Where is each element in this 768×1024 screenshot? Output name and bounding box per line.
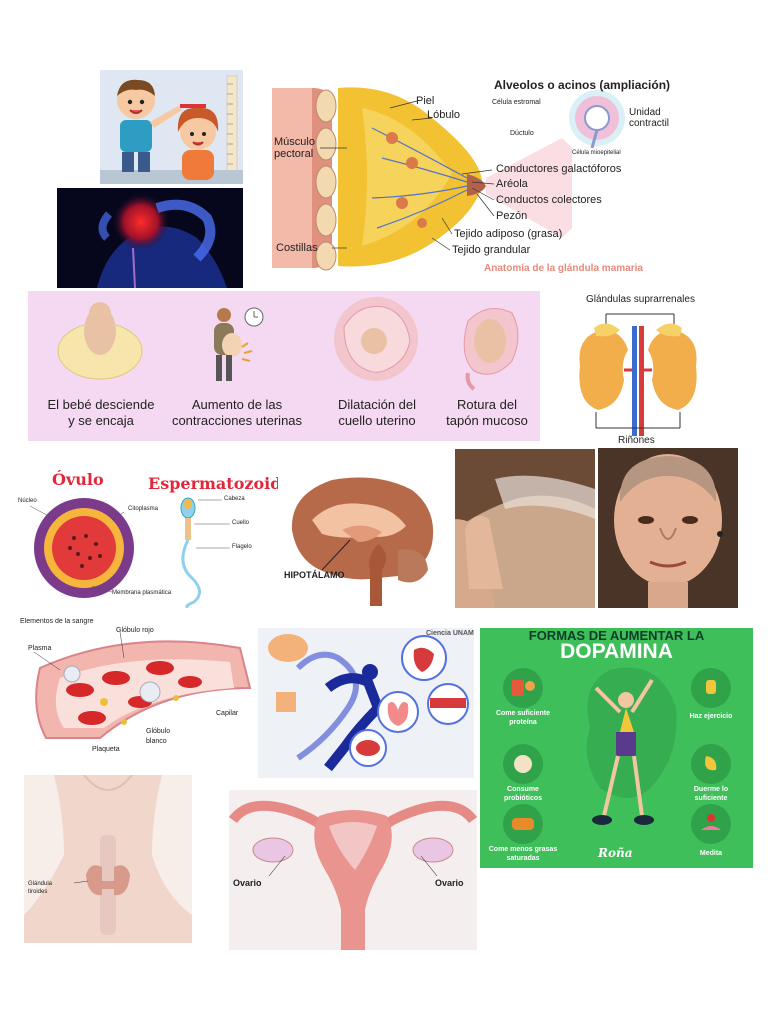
thyroid-label-2: tiroides (28, 889, 48, 895)
uterus-panel: Ovario Ovario (229, 790, 477, 950)
uterus-illustration (229, 790, 477, 950)
label-musculo: Músculo (274, 136, 315, 148)
dopamine-item-3-l2: probióticos (503, 795, 543, 802)
label-flagelo: Flagelo (232, 544, 252, 550)
thyroid-panel: Glándula tiroides (24, 775, 192, 943)
label-adiposo: Tejido adiposo (grasa) (454, 228, 563, 240)
label-areola: Aréola (496, 178, 528, 190)
hipotalamo-label: HIPOTÁLAMO (284, 570, 345, 580)
dopamine-item-1-l2: proteína (509, 719, 537, 726)
breast-title: Alveolos o acinos (ampliación) (494, 78, 671, 92)
adrenal-title: Glándulas suprarrenales (586, 294, 695, 305)
dopamine-item-6-l1: Medita (699, 850, 723, 857)
dopamine-infographic: FORMAS DE AUMENTAR LA DOPAMINA Come sufi… (480, 628, 753, 868)
label-estromal: Célula estromal (492, 99, 541, 106)
kidneys-illustration (579, 313, 697, 436)
hair-loss-illustration (455, 449, 595, 608)
label-colectores: Conductos colectores (496, 194, 602, 206)
ciencia-brand: Ciencia UNAM (426, 630, 474, 637)
label-lobulo: Lóbulo (427, 109, 461, 121)
blood-vessel-illustration (33, 631, 252, 739)
cervix-dilation-icon (334, 297, 418, 381)
labor-step-3-line1: Dilatación del (337, 397, 417, 412)
breast-anatomy-illustration (272, 87, 625, 271)
label-membrana: Membrana plasmática (112, 590, 172, 596)
label-contractil: contractil (629, 118, 670, 129)
dopamine-title-line1: FORMAS DE AUMENTAR LA (528, 628, 705, 643)
kids-height-image (100, 70, 243, 184)
dopamine-item-4-l2: suficiente (694, 795, 728, 802)
label-conductores: Conductores galactóforos (496, 163, 622, 175)
label-pectoral: pectoral (274, 148, 314, 160)
ovario-left-label: Ovario (233, 878, 262, 888)
thyroid-label-1: Glándula (28, 881, 53, 887)
kidneys-label: Riñones (618, 435, 655, 446)
blood-plasma-label: Plasma (28, 645, 52, 652)
headache-illustration (57, 188, 243, 288)
breast-caption: Anatomía de la glándula mamaria (484, 263, 643, 274)
blood-plaqueta-label: Plaqueta (92, 746, 120, 753)
bald-man-image (598, 448, 738, 608)
dopamine-brand: Roña (598, 846, 633, 860)
blood-blanco-label2: blanco (146, 738, 167, 745)
labor-step-4-line1: Rotura del (457, 397, 517, 412)
labor-step-1-line2: y se encaja (68, 413, 134, 428)
headache-image (57, 188, 243, 288)
label-piel: Piel (416, 95, 435, 107)
labor-step-2-line2: contracciones uterinas (171, 413, 303, 428)
mucus-plug-icon (463, 308, 519, 391)
dopamine-illustration (503, 667, 731, 844)
blood-rojo-label: Glóbulo rojo (116, 627, 154, 634)
egg-sperm-panel: Óvulo Espermatozoide Núcleo Citoplasma M… (16, 468, 278, 608)
label-costillas: Costillas (276, 242, 318, 254)
dopamine-item-2-l1: Haz ejercicio (689, 713, 733, 720)
dopamine-item-3-l1: Consume (507, 786, 539, 793)
thyroid-illustration (24, 775, 192, 943)
labor-step-1-line1: El bebé desciende (47, 397, 155, 412)
ciencia-body-panel: Ciencia UNAM (258, 628, 474, 778)
blood-title: Elementos de la sangre (20, 618, 94, 625)
ovario-right-label: Ovario (435, 878, 464, 888)
brain-hypothalamus-panel: HIPOTÁLAMO (282, 470, 442, 606)
labor-stages-panel: El bebé desciende y se encaja Aumento de… (28, 291, 540, 441)
esperm-title: Espermatozoide (148, 474, 278, 493)
label-citoplasma: Citoplasma (128, 506, 159, 512)
label-mioepitelial: Célula mioepitelial (572, 150, 621, 156)
kids-illustration (100, 70, 243, 184)
label-pezon: Pezón (496, 210, 528, 222)
dopamine-item-4-l1: Duerme lo (693, 786, 729, 793)
ovulo-title: Óvulo (52, 470, 104, 489)
label-nucleo: Núcleo (18, 498, 37, 504)
label-unidad: Unidad (629, 107, 661, 118)
labor-stage-icons (57, 297, 519, 391)
label-grandular: Tejido grandular (452, 244, 531, 256)
breast-anatomy-panel: Alveolos o acinos (ampliación) Piel Lóbu… (272, 78, 692, 276)
body-systems-illustration (258, 628, 474, 778)
label-ductulo: Dúctulo (510, 130, 534, 137)
labor-step-4-line2: tapón mucoso (446, 413, 528, 428)
bald-man-illustration (598, 448, 738, 608)
blood-capilar-label: Capilar (216, 710, 239, 717)
label-cuello: Cuello (232, 520, 250, 526)
dopamine-item-5-l2: saturadas (506, 855, 540, 862)
brain-illustration (291, 477, 434, 606)
labor-step-2-line1: Aumento de las (191, 397, 283, 412)
label-cabeza: Cabeza (224, 496, 245, 502)
blood-blanco-label1: Glóbulo (146, 728, 171, 735)
dopamine-item-1-l1: Come suficiente (495, 710, 551, 717)
blood-elements-panel: Elementos de la sangre Glóbulo rojo Plas… (20, 618, 252, 760)
meditate-icon (691, 804, 731, 844)
labor-step-3-line2: cuello uterino (338, 413, 416, 428)
egg-sperm-illustration (29, 497, 230, 608)
adrenal-glands-panel: Glándulas suprarrenales Riñones (566, 292, 710, 452)
contractions-icon (214, 307, 264, 381)
dopamine-title-line2: DOPAMINA (560, 640, 673, 663)
fetus-descending-icon (57, 302, 143, 380)
hair-loss-image (455, 449, 595, 608)
dopamine-item-5-l1: Come menos grasas (488, 846, 558, 853)
